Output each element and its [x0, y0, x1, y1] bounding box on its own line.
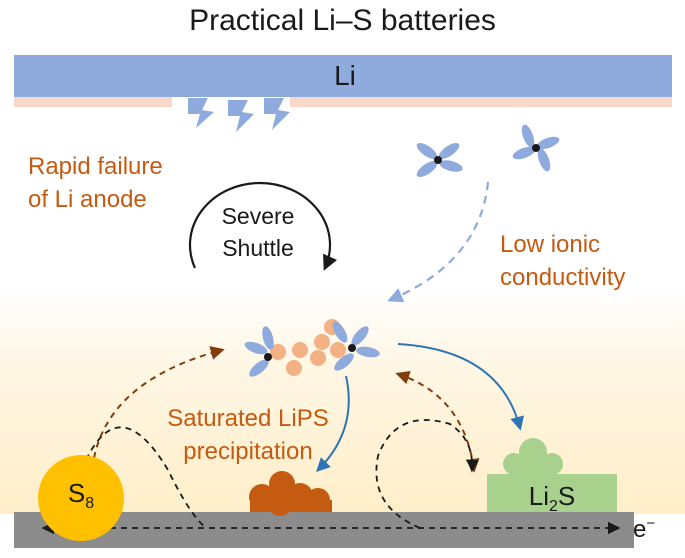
lithium-anode-label: Li — [334, 60, 356, 91]
severe-line1: Severe — [221, 203, 295, 229]
bolt-1-icon — [188, 98, 214, 128]
li2s-base: Li — [528, 481, 549, 511]
bolt-2-icon — [228, 100, 254, 132]
s8-subscript: 8 — [85, 495, 95, 513]
electron-path-li2s — [375, 419, 479, 529]
shuttle-circle-arrow — [188, 181, 338, 271]
sei-layer-right — [290, 97, 672, 107]
lips-molecule-small-2 — [512, 124, 560, 172]
s8-label: S8 — [38, 478, 124, 513]
rapid-failure-line2: of Li anode — [28, 186, 147, 213]
electron-path-s8 — [85, 426, 207, 529]
arrow-to-li2s — [397, 343, 524, 431]
lips-chain-molecule — [244, 319, 380, 377]
severe-shuttle-label: Severe Shuttle — [208, 200, 308, 264]
s8-to-lips-arrow — [93, 346, 225, 459]
low-ionic-line1: Low ionic — [500, 231, 601, 258]
lithium-anode-bar — [14, 55, 672, 97]
bolt-3-icon — [264, 98, 290, 130]
li2s-subscript: 2 — [549, 498, 558, 516]
electron-base: e — [633, 516, 647, 543]
li2s-suffix: S — [557, 481, 576, 511]
low-ionic-line2: conductivity — [500, 264, 626, 291]
saturated-lips-label: Saturated LiPS precipitation — [118, 402, 378, 468]
electron-label: e− — [633, 515, 655, 544]
arrow-to-precipitate — [316, 375, 350, 472]
s8-base: S — [67, 478, 86, 508]
li2s-label: Li2S — [487, 481, 617, 516]
precipitate-cluster — [249, 471, 332, 516]
li2s-deposit — [487, 438, 617, 512]
sei-layer-left — [14, 97, 172, 107]
low-ionic-label: Low ionic conductivity — [500, 228, 625, 294]
rapid-failure-line1: Rapid failure — [28, 153, 163, 180]
diagram-title: Practical Li–S batteries — [189, 4, 496, 37]
lightning-bolts-icon — [188, 98, 290, 132]
rapid-failure-label: Rapid failure of Li anode — [28, 150, 163, 216]
low-conductivity-arrow — [387, 181, 490, 303]
saturated-line2: precipitation — [183, 438, 313, 465]
severe-line2: Shuttle — [222, 235, 294, 261]
lips-li2s-reversible-arrow — [395, 370, 480, 473]
lips-molecule-small-1 — [416, 142, 463, 178]
electron-superscript: − — [646, 515, 656, 532]
sulfur-particle — [38, 455, 124, 541]
saturated-line1: Saturated LiPS — [167, 405, 329, 432]
